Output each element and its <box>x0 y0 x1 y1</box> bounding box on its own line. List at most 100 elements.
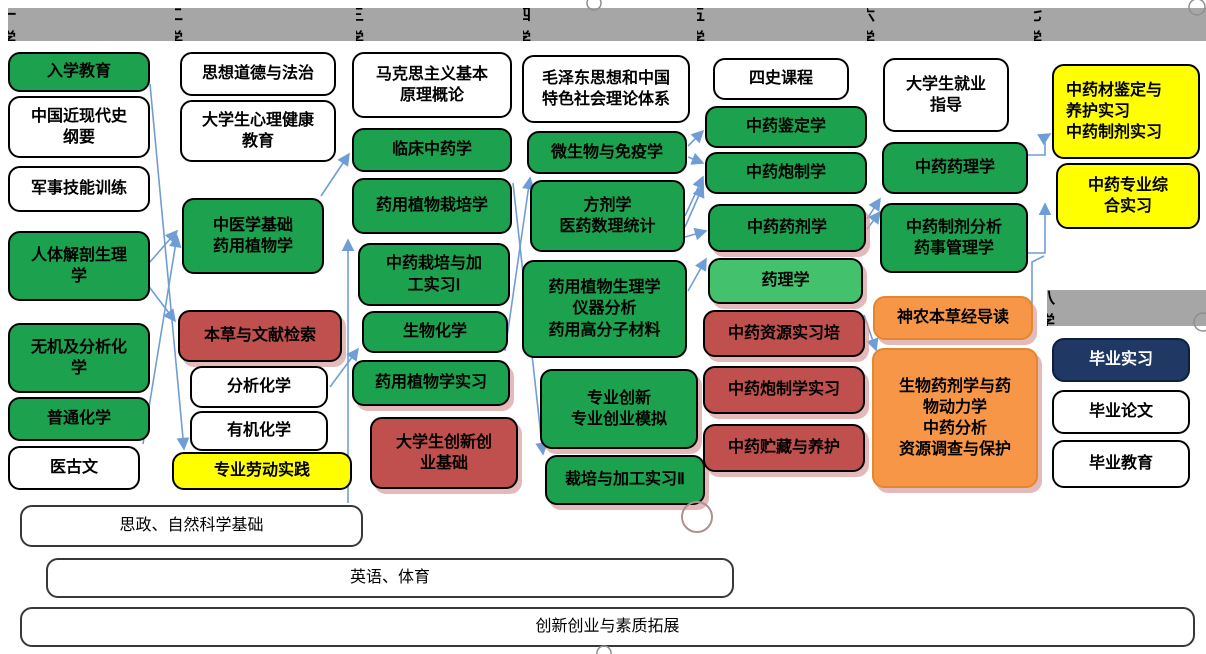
course-box-label: 毕业论文 <box>1088 403 1153 421</box>
connector-arrow-c12 <box>684 175 705 217</box>
course-box-career-guidance: 大学生就业指导 <box>883 58 1009 132</box>
course-box-label: 物动力学 <box>922 398 987 416</box>
course-box-analytical-chemistry: 分析化学 <box>190 366 328 408</box>
course-box-tcm-processing-practice: 中药炮制学实习 <box>703 366 865 414</box>
course-box-label: 思想道德与法治 <box>201 65 314 83</box>
course-box-label: 医药数理统计 <box>559 218 656 235</box>
course-box-label: 生物化学 <box>402 323 467 341</box>
course-box-label: 中药栽培与加 <box>385 255 482 273</box>
course-box-label: 工实习Ⅰ <box>407 276 461 294</box>
semester-header-s8: 第八学期 <box>1047 290 1206 326</box>
course-box-innovation-quality-bar: 创新创业与素质拓展 <box>20 607 1195 647</box>
course-box-label: 教育 <box>241 133 274 150</box>
course-box-label: 纲要 <box>62 129 95 146</box>
course-box-label: 入学教育 <box>46 63 111 81</box>
connector-arrow-c17 <box>866 210 881 230</box>
course-box-label: 军事技能训练 <box>30 180 127 198</box>
course-box-label: 有机化学 <box>226 422 291 440</box>
course-box-label: 大学生心理健康 <box>201 111 314 129</box>
course-box-graduation-thesis: 毕业论文 <box>1052 390 1190 434</box>
course-box-label: 专业创业模拟 <box>570 411 667 428</box>
connector-arrow-c10 <box>687 129 705 147</box>
course-box-label: 药用植物栽培学 <box>375 197 488 215</box>
course-box-label: 临床中药学 <box>391 141 472 159</box>
course-box-label: 英语、体育 <box>349 569 430 587</box>
course-box-label: 生物药剂学与药 <box>898 377 1011 395</box>
course-box-mao-thought-theory: 毛泽东思想和中国特色社会理论体系 <box>522 55 690 123</box>
connector-arrow-c21 <box>1031 255 1045 308</box>
course-box-label: 合实习 <box>1103 198 1152 215</box>
course-box-label: 中国近现代史 <box>30 107 127 125</box>
course-box-innovation-entrepreneurship-found: 大学生创新创业基础 <box>370 417 518 489</box>
semester-header-s7: 第七学期 <box>1034 8 1206 41</box>
course-box-tcm-material-identification-practice: 中药材鉴定与养护实习中药制剂实习 <box>1052 64 1200 159</box>
course-box-label: 学 <box>70 360 87 377</box>
connector-arrow-c13 <box>684 184 705 228</box>
connector-arrow-c11 <box>687 152 705 165</box>
course-box-pharmacology: 药理学 <box>708 258 863 304</box>
connector-arrow-c14 <box>684 227 708 241</box>
course-box-label: 中药药理学 <box>914 159 995 177</box>
course-box-label: 中药分析 <box>922 420 987 437</box>
course-box-label: 思政、自然科学基础 <box>119 517 264 535</box>
selection-handle-circle <box>596 645 612 654</box>
course-box-label: 中药炮制学实习 <box>727 381 840 399</box>
course-box-tcm-processing: 中药炮制学 <box>705 152 867 194</box>
course-box-marxism-principles: 马克思主义基本原理概论 <box>352 52 512 118</box>
course-box-label: 中药资源实习培 <box>727 324 840 342</box>
course-box-label: 方剂学 <box>583 196 632 214</box>
course-box-label: 特色社会理论体系 <box>541 91 670 108</box>
course-box-clinical-tcm: 临床中药学 <box>352 128 512 172</box>
course-box-medicinal-botany-practice: 药用植物学实习 <box>352 360 510 406</box>
course-box-english-pe-bar: 英语、体育 <box>46 558 734 598</box>
course-box-shennong-bencao-reading: 神农本草经导读 <box>873 296 1033 340</box>
course-box-biopharmaceutics-block: 生物药剂学与药物动力学中药分析资源调查与保护 <box>872 348 1038 488</box>
course-box-organic-chemistry: 有机化学 <box>190 411 328 451</box>
connector-arrow-c19 <box>1028 133 1052 156</box>
course-box-graduation-internship: 毕业实习 <box>1052 338 1190 382</box>
connector-arrow-c2 <box>149 229 179 263</box>
course-box-label: 无机及分析化 <box>30 338 127 356</box>
course-box-military-training: 军事技能训练 <box>8 166 150 212</box>
course-box-label: 中药贮藏与养护 <box>727 439 840 457</box>
course-box-label: 大学生创新创 <box>395 433 492 451</box>
course-box-label: 微生物与免疫学 <box>550 143 663 161</box>
semester-header-label: 第二学期 <box>167 6 184 72</box>
course-box-cultivation-processing-practice-1: 中药栽培与加工实习Ⅰ <box>358 243 510 306</box>
course-box-tcm-comprehensive-practice: 中药专业综合实习 <box>1056 163 1200 229</box>
course-box-label: 药用植物学 <box>212 238 293 255</box>
course-box-label: 药用植物生理学 <box>548 279 661 297</box>
course-box-label: 中药专业综 <box>1087 176 1168 194</box>
course-box-label: 中药鉴定学 <box>745 118 826 136</box>
course-box-plant-physiology-instruments: 药用植物生理学仪器分析药用高分子材料 <box>522 260 687 358</box>
course-box-label: 学 <box>70 268 87 285</box>
course-box-four-histories: 四史课程 <box>713 58 849 100</box>
course-box-materia-medica-literature: 本草与文献检索 <box>178 310 342 362</box>
course-box-biochemistry: 生物化学 <box>362 311 508 353</box>
course-box-label: 毕业教育 <box>1088 455 1153 473</box>
semester-header-label: 第一学期 <box>0 6 17 48</box>
course-box-label: 中药药剂学 <box>746 219 827 237</box>
course-box-ideology-science-foundation-bar: 思政、自然科学基础 <box>20 505 363 547</box>
course-box-label: 分析化学 <box>226 378 291 396</box>
course-box-cultivation-processing-practice-2: 裁培与加工实习Ⅱ <box>545 455 705 505</box>
course-box-inorganic-analytical-chem: 无机及分析化学 <box>8 323 150 393</box>
course-box-tcm-foundation-botany: 中医学基础药用植物学 <box>182 198 324 274</box>
course-box-graduation-education: 毕业教育 <box>1052 440 1190 488</box>
connector-arrow-c15 <box>687 257 707 292</box>
connector-arrow-c3 <box>146 283 176 323</box>
course-box-tcm-identification: 中药鉴定学 <box>705 106 867 148</box>
course-box-tcm-pharmacology: 中药药理学 <box>882 142 1028 194</box>
course-box-label: 裁培与加工实习Ⅱ <box>565 471 685 489</box>
semester-header-label: 第六学期 <box>859 6 876 72</box>
course-box-label: 仪器分析 <box>572 300 637 318</box>
course-box-label: 药用高分子材料 <box>548 321 661 339</box>
course-box-label: 毕业实习 <box>1088 351 1153 369</box>
semester-header-label: 第七学期 <box>1026 6 1043 72</box>
course-box-ideology-morality-law: 思想道德与法治 <box>180 52 336 96</box>
course-box-modern-history-outline: 中国近现代史纲要 <box>8 96 150 158</box>
course-box-label: 创新创业与素质拓展 <box>535 618 680 636</box>
connector-arrow-c20 <box>1028 202 1052 254</box>
course-box-enrollment-education: 入学教育 <box>8 52 150 92</box>
